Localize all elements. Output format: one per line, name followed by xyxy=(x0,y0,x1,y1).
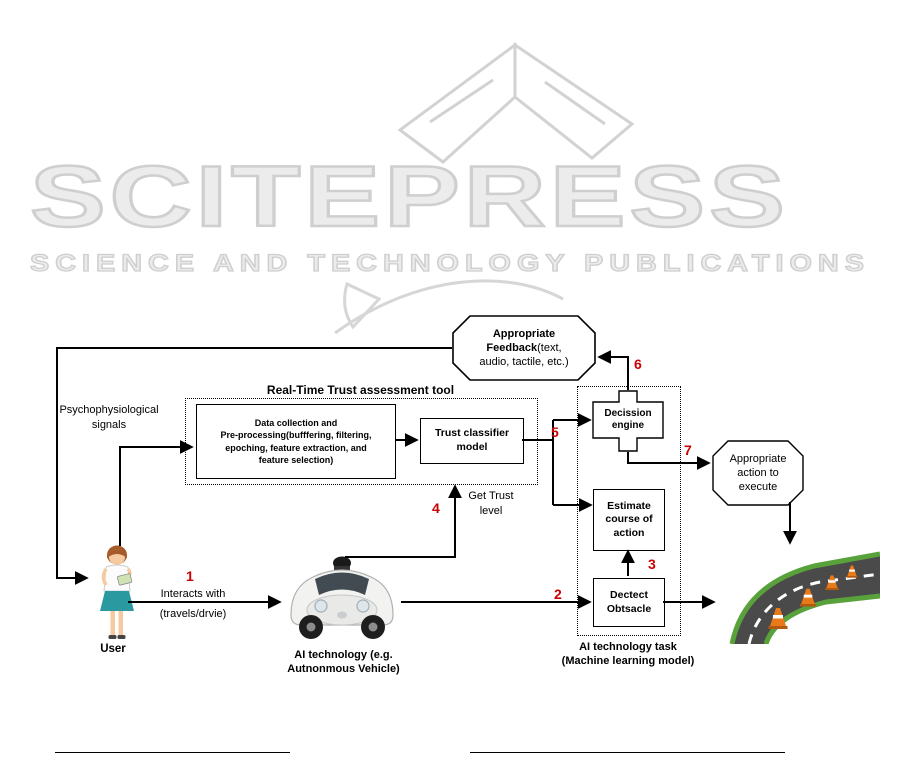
action-octagon-outline xyxy=(712,440,804,506)
ai-task-label-line1: AI technology task xyxy=(579,641,677,653)
data-collection-line4: feature selection) xyxy=(258,454,334,465)
feedback-line2-bold: Feedback xyxy=(486,341,538,354)
psycho-signals-label: Psychophysiological signals xyxy=(58,403,160,433)
open-book-icon xyxy=(397,42,635,164)
traffic-cones xyxy=(768,565,858,629)
pen-nib-icon xyxy=(334,279,564,335)
trust-tool-title: Real-Time Trust assessment tool xyxy=(266,383,455,397)
feedback-line2-rest: (text, xyxy=(537,341,562,354)
arrow-get-trust-level xyxy=(345,484,462,558)
action-line1: Appropriate xyxy=(729,452,787,465)
ai-task-label-line2: (Machine learning model) xyxy=(561,655,695,668)
feedback-line1: Appropriate xyxy=(492,327,556,340)
get-trust-line1: Get Trust xyxy=(468,490,514,502)
feedback-line3: audio, tactile, etc.) xyxy=(479,356,569,369)
ai-task-box xyxy=(577,386,681,636)
step-number-3: 3 xyxy=(648,556,656,572)
data-collection-line3: epoching, feature extraction, and xyxy=(225,442,367,453)
data-collection-box: Data collection and Pre-processing(bufff… xyxy=(196,404,396,479)
step-number-2: 2 xyxy=(554,586,562,602)
car-label-line1: AI technology (e.g. xyxy=(294,649,393,661)
classifier-line2: model xyxy=(456,441,488,453)
step-number-1: 1 xyxy=(186,568,194,584)
feedback-octagon-outline xyxy=(452,315,596,381)
watermark-subtitle: SCIENCE AND TECHNOLOGY PUBLICATIONS xyxy=(29,249,870,277)
decision-line2: engine xyxy=(611,420,645,431)
psycho-line1: Psychophysiological xyxy=(59,404,159,416)
feedback-node-text: Appropriate Feedback(text, audio, tactil… xyxy=(452,315,596,381)
action-line3: execute xyxy=(738,481,778,494)
get-trust-line2: level xyxy=(479,504,503,517)
interacts-line1: Interacts with xyxy=(160,588,226,600)
car-label-line2: Autnonmous Vehicle) xyxy=(287,663,400,676)
decision-engine-text: Decission engine xyxy=(592,402,664,438)
road-with-cones-icon xyxy=(729,551,880,644)
user-figure-icon xyxy=(100,545,134,639)
interacts-label: Interacts with (travels/drvie) xyxy=(148,584,238,624)
decision-engine-node: Decission engine xyxy=(592,390,664,452)
step-number-6: 6 xyxy=(634,356,642,372)
estimate-box: Estimate course of action xyxy=(593,489,665,551)
decision-engine-outline xyxy=(592,390,664,452)
data-collection-line2: Pre-processing(bufffering, filtering, xyxy=(220,430,372,441)
car-label: AI technology (e.g. Autnonmous Vehicle) xyxy=(276,648,411,677)
estimate-line3: action xyxy=(613,526,645,539)
action-node-text: Appropriate action to execute xyxy=(712,440,804,506)
user-label: User xyxy=(100,643,126,655)
decision-line1: Decission xyxy=(604,407,652,419)
psycho-line2: signals xyxy=(91,418,127,431)
action-line2: action to xyxy=(737,466,779,479)
estimate-line2: course of xyxy=(605,513,653,526)
step-number-4: 4 xyxy=(432,500,440,516)
interacts-line2: (travels/drvie) xyxy=(159,608,227,620)
step-number-7: 7 xyxy=(684,442,692,458)
watermark-logo: SCITEPRESS xyxy=(28,148,789,247)
arrow-signals-to-datacollection xyxy=(119,440,194,546)
detect-line1: Dectect xyxy=(610,588,648,601)
detect-line2: Obtsacle xyxy=(606,602,652,615)
ai-task-label: AI technology task (Machine learning mod… xyxy=(558,640,698,669)
trust-classifier-box: Trust classifier model xyxy=(420,418,524,464)
action-node: Appropriate action to execute xyxy=(712,440,804,506)
data-collection-line1: Data collection and xyxy=(254,418,338,429)
watermark-graphics xyxy=(334,42,635,335)
feedback-node: Appropriate Feedback(text, audio, tactil… xyxy=(452,315,596,381)
estimate-line1: Estimate xyxy=(607,499,651,512)
step-number-5: 5 xyxy=(551,424,559,440)
footnote-rule-right xyxy=(470,752,785,753)
detect-obstacle-box: Dectect Obtsacle xyxy=(593,578,665,627)
autonomous-car-icon xyxy=(290,556,394,639)
classifier-line1: Trust classifier xyxy=(434,427,510,440)
get-trust-label: Get Trust level xyxy=(460,489,522,519)
footnote-rule-left xyxy=(55,752,290,753)
